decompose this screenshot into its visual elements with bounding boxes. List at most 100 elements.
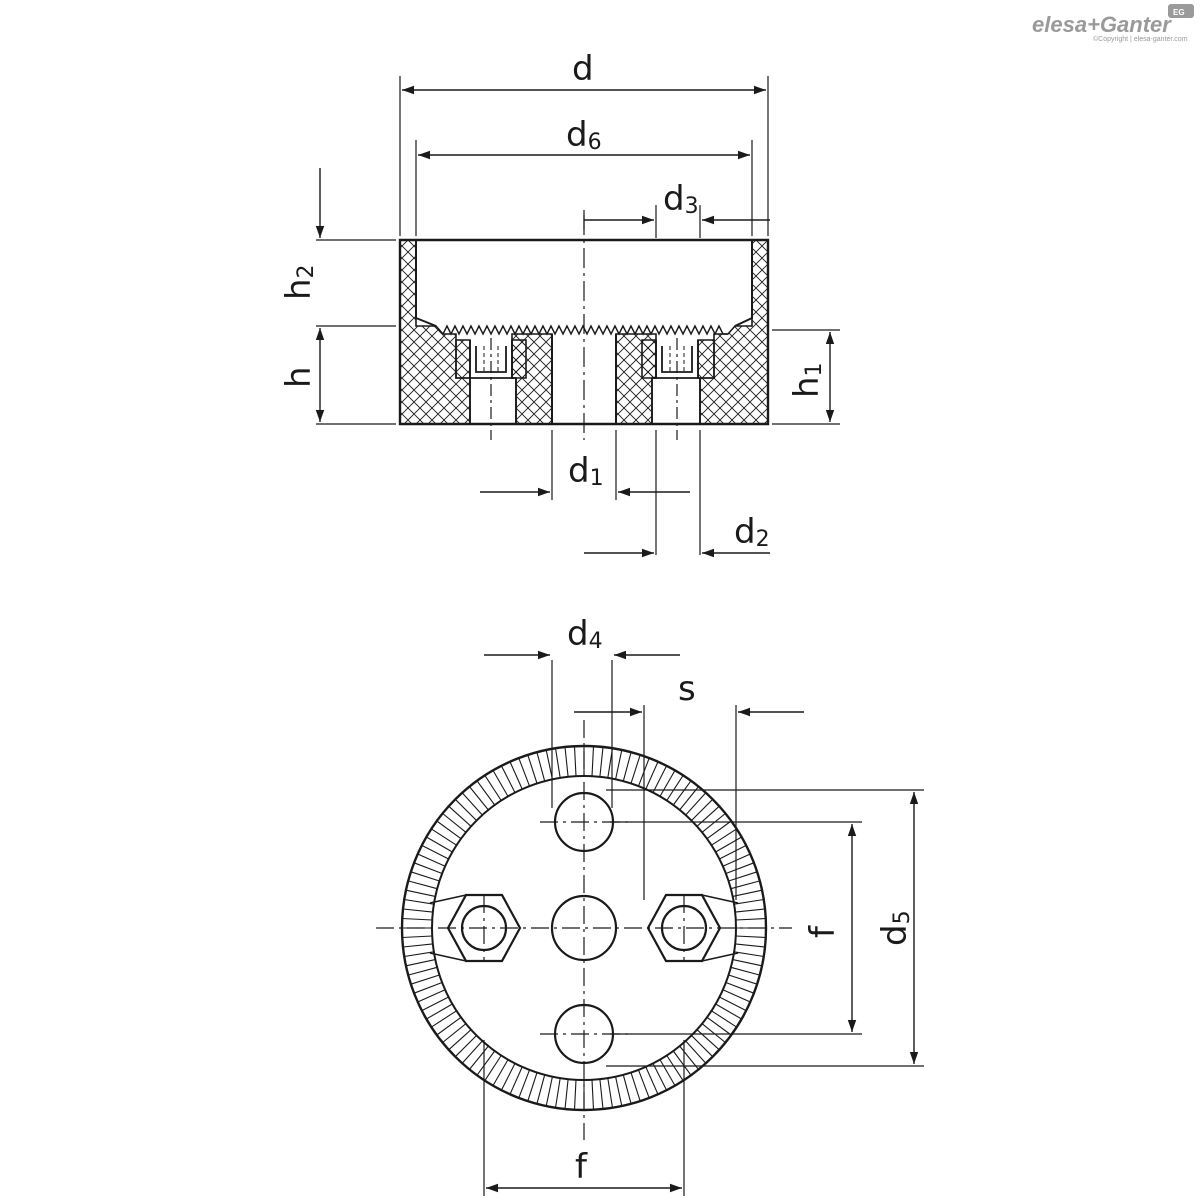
label-s: s	[678, 669, 696, 709]
label-h: h	[279, 366, 319, 388]
knurl-ray	[622, 1074, 632, 1104]
knurl-ray	[404, 898, 434, 905]
knurl-ray	[711, 828, 737, 846]
serration	[442, 324, 728, 336]
label-d: d	[572, 49, 594, 89]
dimension-lines	[315, 85, 835, 558]
knurl-ray	[666, 1055, 684, 1081]
knurl-ray	[630, 754, 641, 784]
knurl-ray	[410, 871, 440, 882]
knurl-ray	[725, 981, 755, 994]
knurl-ray	[730, 880, 760, 890]
knurl-ray	[672, 780, 692, 806]
knurl-ray	[527, 1072, 538, 1102]
label-h1: h1	[787, 362, 827, 398]
knurl-ray	[448, 1029, 472, 1051]
knurl-ray	[469, 1045, 489, 1070]
knurl-ray	[436, 820, 462, 840]
knurl-ray	[413, 862, 443, 875]
knurl-ray	[410, 974, 440, 985]
svg-text:elesa+Ganter: elesa+Ganter	[1032, 12, 1172, 37]
knurl-ray	[630, 1072, 641, 1102]
knurl-ray	[431, 1010, 457, 1028]
knurl-ray	[701, 1023, 726, 1043]
knurl-ray	[408, 880, 438, 890]
svg-text:EG: EG	[1173, 8, 1185, 17]
knurl-ray	[637, 1069, 650, 1099]
knurl-ray	[711, 1010, 737, 1028]
knurl-ray	[734, 951, 764, 958]
knurl-ray	[735, 935, 766, 939]
knurl-ray	[484, 1055, 502, 1081]
knurl-ray	[691, 798, 714, 821]
label-d4: d4	[567, 614, 603, 654]
knurl-ray	[518, 757, 531, 787]
knurl-ray	[413, 981, 443, 994]
knurl-ray	[564, 746, 569, 777]
knurl-ray	[476, 1050, 496, 1076]
knurl-ray	[405, 959, 436, 967]
knurl-ray	[554, 1078, 561, 1108]
knurl-ray	[591, 746, 595, 777]
knurl-ray	[715, 1003, 742, 1020]
knurl-ray	[536, 1074, 546, 1104]
section-view	[315, 76, 840, 558]
knurl-ray	[645, 761, 659, 790]
knurl-ray	[701, 813, 726, 833]
knurl-ray	[404, 951, 434, 958]
knurl-ray	[405, 889, 436, 897]
logo-badge	[1168, 4, 1194, 18]
hatched-material	[399, 239, 769, 425]
centre-lines	[376, 720, 792, 1140]
label-d1: d1	[568, 451, 604, 491]
knurl-ray	[706, 1016, 732, 1036]
knurl-ray	[696, 1029, 720, 1051]
extension-lines	[316, 76, 840, 555]
knurl-ray	[469, 786, 489, 811]
knurl-ray	[461, 1040, 483, 1064]
knurl-ray	[402, 943, 433, 948]
plan-extension-lines	[483, 660, 924, 1196]
knurl-ray	[652, 1063, 668, 1091]
knurl-ray	[484, 775, 502, 801]
knurl-ray	[417, 853, 446, 867]
knurl-ray	[448, 805, 472, 827]
knurl-ray	[696, 805, 720, 827]
knurl-ray	[730, 966, 760, 976]
knurl-ray	[735, 943, 766, 948]
knurl-ray	[615, 1076, 623, 1107]
plan-view	[376, 650, 924, 1196]
knurl-ray	[402, 935, 433, 939]
knurl-ray	[599, 1079, 604, 1110]
knurl-ray	[573, 746, 577, 777]
knurl-ray	[719, 996, 747, 1012]
knurl-ray	[509, 761, 523, 790]
knurl-ray	[591, 1079, 595, 1110]
knurl-ray	[402, 917, 433, 921]
knurl-ray	[691, 1035, 714, 1058]
knurl-ray	[509, 1066, 523, 1095]
knurl-ring	[402, 746, 766, 1110]
knurl-ray	[426, 1003, 453, 1020]
label-d6: d6	[566, 115, 602, 155]
knurl-ray	[615, 749, 623, 780]
label-h2: h2	[279, 264, 319, 300]
knurl-ray	[442, 813, 467, 833]
knurl-ray	[685, 1040, 707, 1064]
knurl-ray	[408, 966, 438, 976]
knurl-ray	[607, 1078, 614, 1108]
knurl-ray	[536, 752, 546, 782]
knurl-ray	[728, 871, 758, 882]
label-f-vertical: f	[803, 925, 843, 938]
label-d3: d3	[663, 179, 699, 219]
knurl-ray	[500, 1063, 516, 1091]
label-f-horizontal: f	[575, 1147, 588, 1187]
knurl-ray	[545, 749, 553, 780]
knurl-ray	[442, 1023, 467, 1043]
knurl-ray	[672, 1050, 692, 1076]
plan-dimension-lines	[484, 650, 919, 1193]
knurl-ray	[652, 765, 668, 793]
knurl-ray	[500, 765, 516, 793]
knurl-ray	[454, 798, 477, 821]
